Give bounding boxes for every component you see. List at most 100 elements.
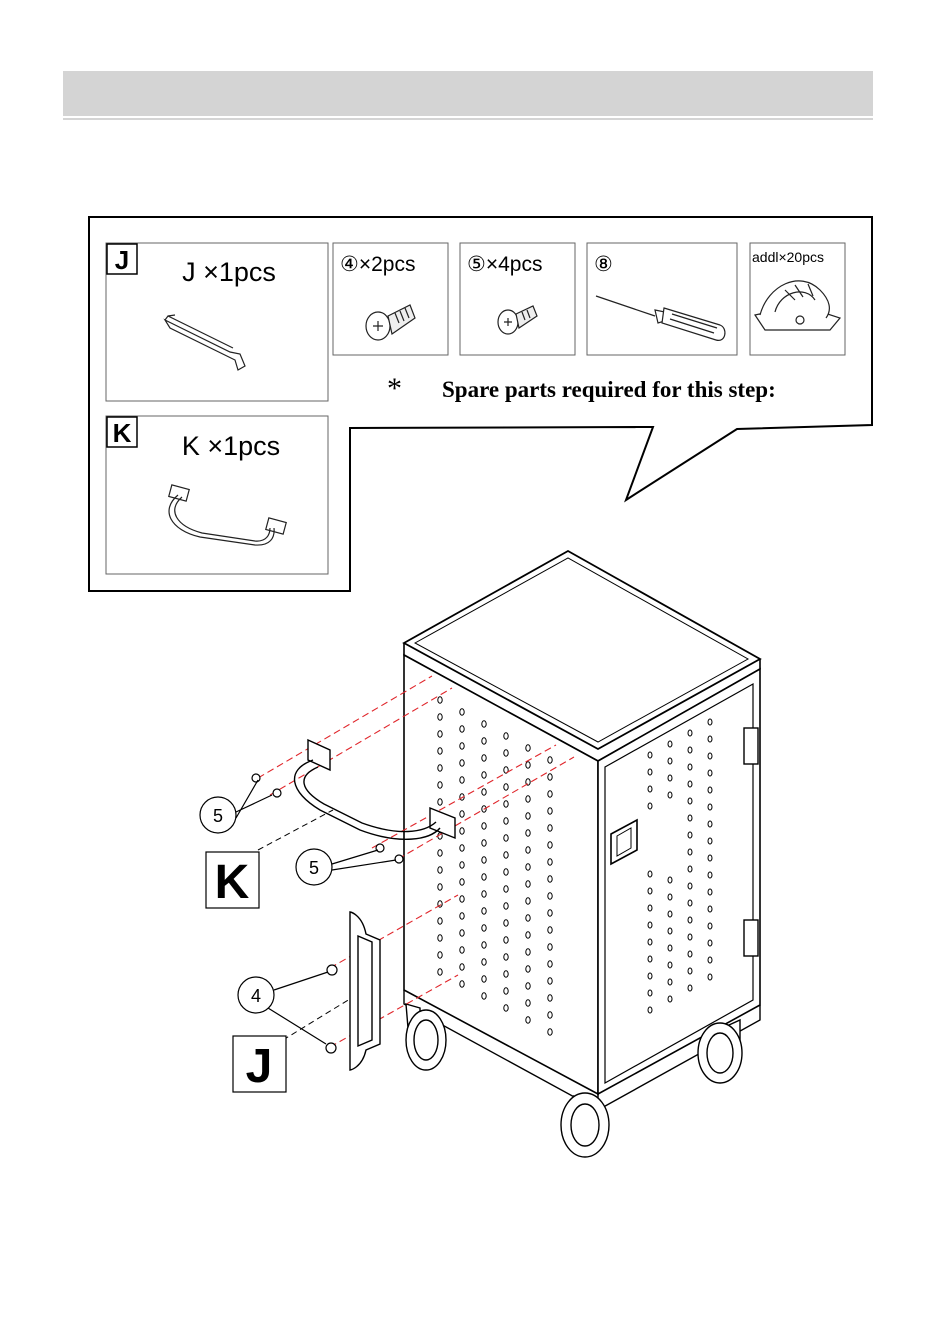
vent-hole (688, 747, 692, 753)
vent-hole (460, 760, 464, 766)
vent-hole (482, 993, 486, 999)
vent-hole (526, 983, 530, 989)
cable-tie-caption: addl×20pcs (752, 249, 824, 265)
vent-hole (460, 862, 464, 868)
vent-hole (668, 979, 672, 985)
vent-hole (708, 974, 712, 980)
vent-hole (688, 934, 692, 940)
vent-hole (548, 842, 552, 848)
vent-hole (438, 952, 442, 958)
vent-hole (548, 910, 552, 916)
vent-hole (708, 804, 712, 810)
vent-hole (504, 988, 508, 994)
vent-hole (688, 781, 692, 787)
vent-hole (668, 792, 672, 798)
vent-hole (548, 1029, 552, 1035)
vent-hole (460, 947, 464, 953)
vent-hole (482, 976, 486, 982)
vent-hole (482, 738, 486, 744)
vent-hole (438, 884, 442, 890)
vent-hole (548, 961, 552, 967)
vent-hole (688, 798, 692, 804)
part-j-letter: J (115, 245, 129, 275)
callout-5-lower: 5 (296, 849, 396, 885)
vent-hole (504, 937, 508, 943)
vent-hole (460, 743, 464, 749)
vent-hole (460, 845, 464, 851)
spare-parts-heading: Spare parts required for this step: (442, 377, 776, 402)
vent-hole (648, 786, 652, 792)
vent-hole (668, 996, 672, 1002)
vent-hole (688, 866, 692, 872)
vent-hole (438, 850, 442, 856)
callout-5-lower-text: 5 (309, 858, 319, 878)
vent-hole (482, 840, 486, 846)
vent-hole (548, 995, 552, 1001)
vent-hole (438, 918, 442, 924)
vent-hole (708, 872, 712, 878)
vent-hole (504, 954, 508, 960)
vent-hole (688, 730, 692, 736)
tool-8-box: ⑧ (587, 243, 737, 355)
vent-hole (668, 962, 672, 968)
vent-hole (504, 801, 508, 807)
vent-hole (548, 808, 552, 814)
vent-hole (482, 721, 486, 727)
vent-hole (708, 787, 712, 793)
vent-hole (688, 849, 692, 855)
vent-hole (526, 762, 530, 768)
vent-hole (504, 733, 508, 739)
vent-hole (648, 905, 652, 911)
vent-hole (482, 942, 486, 948)
vent-hole (526, 796, 530, 802)
vent-hole (460, 777, 464, 783)
vent-hole (668, 758, 672, 764)
vent-hole (460, 811, 464, 817)
vent-hole (548, 825, 552, 831)
vent-hole (482, 925, 486, 931)
vent-hole (548, 876, 552, 882)
vent-hole (708, 821, 712, 827)
vent-hole (526, 813, 530, 819)
vent-hole (438, 799, 442, 805)
part-k-label: K (215, 856, 250, 909)
vent-hole (548, 757, 552, 763)
vent-hole (504, 852, 508, 858)
vent-hole (460, 709, 464, 715)
vent-hole (648, 1007, 652, 1013)
bracket-j-drawing (350, 912, 380, 1070)
vent-hole (526, 898, 530, 904)
vent-hole (526, 932, 530, 938)
vent-hole (688, 815, 692, 821)
vent-hole (504, 869, 508, 875)
vent-hole (526, 847, 530, 853)
vent-hole (460, 964, 464, 970)
vent-hole (460, 828, 464, 834)
vent-hole (504, 920, 508, 926)
vent-hole (438, 867, 442, 873)
part-k-box: K K ×1pcs (106, 416, 328, 574)
vent-hole (668, 877, 672, 883)
vent-hole (482, 874, 486, 880)
vent-hole (648, 956, 652, 962)
vent-hole (648, 871, 652, 877)
vent-hole (708, 753, 712, 759)
vent-hole (668, 741, 672, 747)
vent-hole (504, 784, 508, 790)
caster-wheel-left (406, 1004, 446, 1070)
vent-hole (688, 917, 692, 923)
vent-hole (438, 765, 442, 771)
vent-hole (504, 886, 508, 892)
leader-lines (258, 810, 358, 1040)
vent-hole (648, 973, 652, 979)
tool-8-caption: ⑧ (594, 253, 613, 276)
vent-hole (548, 859, 552, 865)
part-k-caption: K ×1pcs (182, 431, 280, 461)
vent-hole (460, 981, 464, 987)
vent-hole (668, 775, 672, 781)
charging-cart-drawing (404, 551, 760, 1157)
vent-hole (438, 714, 442, 720)
vent-hole (526, 881, 530, 887)
vent-hole (548, 774, 552, 780)
